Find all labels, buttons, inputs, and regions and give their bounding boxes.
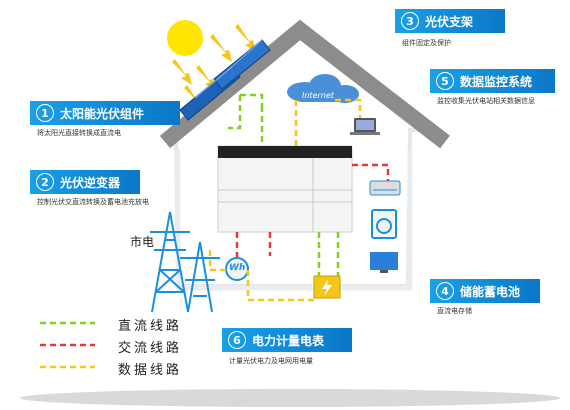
desc-inverter: 控制光伏交直流转换及蓄电池充放电: [37, 198, 149, 206]
desc-battery: 直流电存储: [437, 307, 472, 315]
desc-bracket: 组件固定及保护: [402, 39, 451, 47]
data-lines: [208, 98, 362, 302]
inverter-cabinet: [217, 145, 353, 233]
television-icon: [370, 252, 398, 273]
air-conditioner-icon: [369, 180, 401, 196]
solar-panels: [179, 39, 271, 121]
house-wall: [175, 150, 413, 291]
legend-lines: [40, 321, 95, 369]
laptop-icon: [350, 118, 380, 135]
floor-shadow: [20, 389, 560, 407]
legend-dc: 直流线路: [118, 319, 183, 334]
sun-icon: [167, 20, 203, 56]
dc-lines: [228, 93, 340, 276]
legend-ac: 交流线路: [118, 341, 183, 356]
power-pylon-icon: [150, 211, 220, 313]
desc-pv-module: 将太阳光直接转换成直流电: [37, 129, 121, 137]
ac-lines: [235, 163, 390, 258]
battery-icon: [313, 275, 341, 299]
legend-data: 数据线路: [118, 363, 183, 378]
meter-label: Wh: [229, 263, 246, 273]
desc-monitoring: 监控收集光伏电站相关数据信息: [437, 97, 535, 105]
internet-cloud-icon: [287, 74, 359, 103]
desc-meter: 计量光伏电力及电网用电量: [229, 357, 313, 365]
washing-machine-icon: [371, 209, 397, 239]
grid-label: 市电: [130, 235, 155, 249]
cloud-label: Internet: [302, 91, 334, 100]
house-roof: [159, 19, 450, 149]
